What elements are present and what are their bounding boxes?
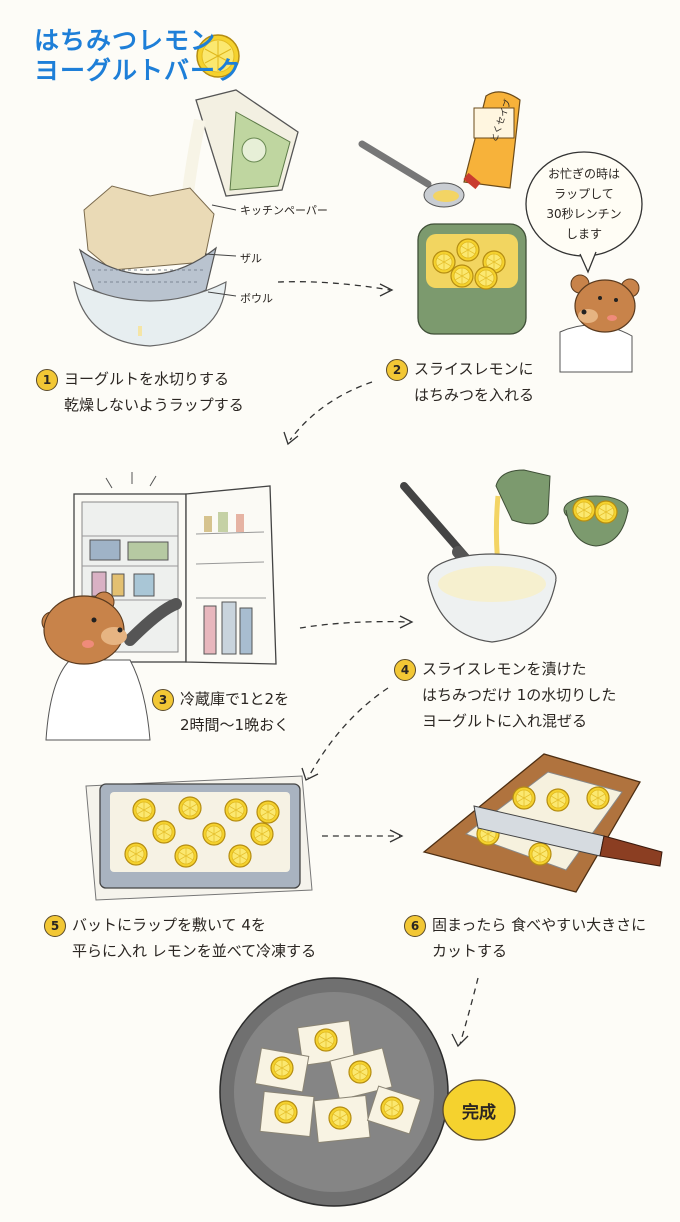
tray-illustration (85, 775, 313, 901)
done-bubble (442, 1079, 516, 1141)
bubble-line-3: 30秒レンチン (546, 207, 622, 221)
step-4-line-1: スライスレモンを漬けた (422, 660, 587, 678)
step-3-line-2: 2時間〜1晩おく (180, 716, 290, 734)
step-6-line-2: カットする (432, 942, 508, 960)
step-4-line-3: ヨーグルトに入れ混ぜる (422, 712, 588, 730)
title-lemon-icon (196, 34, 240, 78)
speech-bubble-text: お忙ぎの時は ラップして 30秒レンチン します (536, 164, 632, 244)
step-2-number: 2 (386, 358, 408, 381)
step-3-line-1: 冷蔵庫で1と2を (180, 690, 290, 708)
bear-character-icon-2 (41, 591, 182, 741)
step-4: 4 スライスレモンを漬けた はちみつだけ 1の水切りした ヨーグルトに入れ混ぜる (394, 656, 616, 734)
step-2-line-1: スライスレモンに (414, 360, 534, 378)
step-2: 2 スライスレモンに はちみつを入れる (386, 356, 534, 408)
cutting-board-illustration (422, 753, 663, 893)
step-1: 1 ヨーグルトを水切りする 乾燥しないようラップする (36, 366, 244, 418)
step-6-line-1: 固まったら 食べやすい大きさに (432, 916, 647, 934)
mixing-bowl-illustration (400, 469, 629, 643)
step-5-line-1: バットにラップを敷いて 4を (72, 916, 266, 934)
flow-arrow-4-5 (307, 687, 389, 779)
step-3: 3 冷蔵庫で1と2を 2時間〜1晩おく (152, 686, 289, 738)
bubble-line-1: お忙ぎの時は (547, 167, 620, 181)
title-line-2: ヨーグルトバーク (34, 56, 243, 85)
flow-arrow-6-done (459, 977, 479, 1045)
step-6-number: 6 (404, 914, 426, 937)
speech-bubble (525, 151, 643, 274)
label-bowl: ボウル (240, 292, 273, 305)
step-1-number: 1 (36, 368, 58, 391)
step-5-number: 5 (44, 914, 66, 937)
label-kitchen-paper: キッチンペーパー (240, 204, 328, 217)
yogurt-strainer-illustration (73, 89, 299, 347)
step-4-number: 4 (394, 658, 416, 681)
step-4-line-2: はちみつだけ 1の水切りした (422, 686, 617, 704)
bear-character-icon (559, 274, 640, 373)
flow-arrow-1-2 (277, 281, 391, 291)
flow-arrow-2-3 (289, 381, 373, 441)
recipe-title: はちみつレモン ヨーグルトバーク (34, 26, 242, 86)
honey-lemon-bowl-illustration (358, 91, 527, 335)
title-line-1: はちみつレモン (34, 26, 217, 55)
bubble-line-2: ラップして (554, 187, 614, 201)
finished-plate-illustration (219, 977, 449, 1207)
step-1-line-2: 乾燥しないようラップする (64, 396, 244, 414)
step-5-line-2: 平らに入れ レモンを並べて冷凍する (72, 942, 317, 960)
label-colander: ザル (240, 252, 262, 265)
done-label: 完成 (462, 1102, 496, 1123)
step-5: 5 バットにラップを敷いて 4を 平らに入れ レモンを並べて冷凍する (44, 912, 316, 964)
step-2-line-2: はちみつを入れる (414, 386, 535, 404)
step-6: 6 固まったら 食べやすい大きさに カットする (404, 912, 646, 964)
label-leader-lines (204, 204, 237, 297)
bubble-line-4: します (565, 227, 602, 241)
step-3-number: 3 (152, 688, 174, 711)
step-1-line-1: ヨーグルトを水切りする (64, 370, 230, 388)
flow-arrow-3-4 (299, 620, 411, 629)
